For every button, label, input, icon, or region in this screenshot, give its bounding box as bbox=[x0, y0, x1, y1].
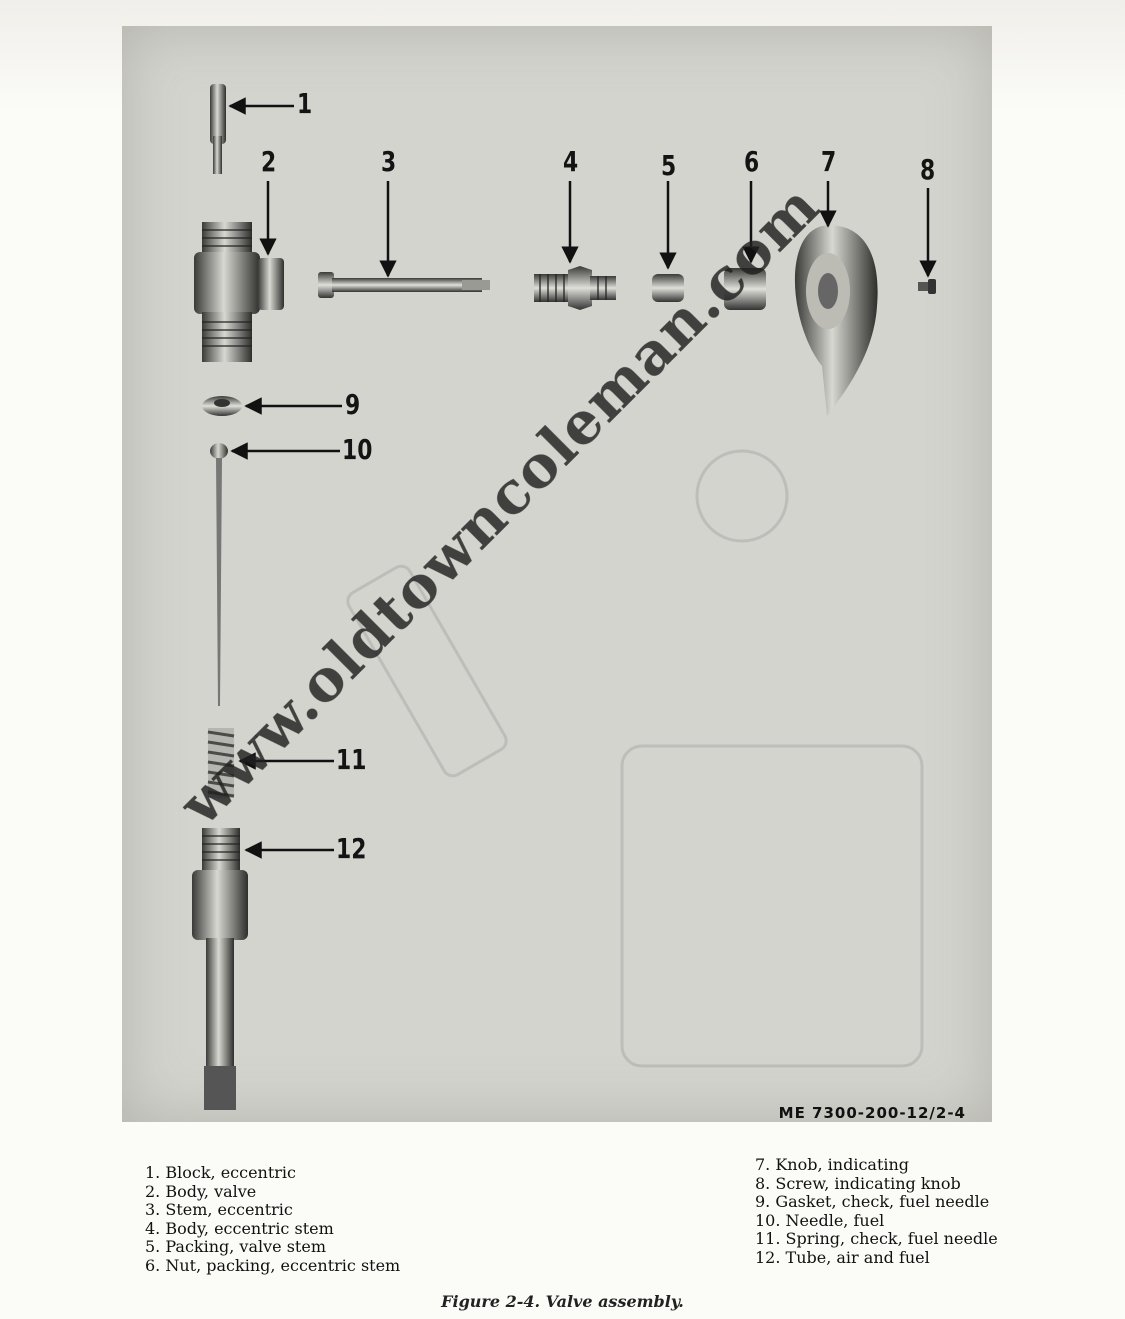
callout-4: 4 bbox=[563, 145, 579, 178]
legend-item: 9. Gasket, check, fuel needle bbox=[755, 1192, 990, 1211]
legend-item: 10. Needle, fuel bbox=[755, 1210, 885, 1230]
callout-10: 10 bbox=[342, 433, 373, 466]
part-8-screw-indicating-knob bbox=[918, 279, 936, 294]
callout-2: 2 bbox=[261, 145, 277, 178]
part-3-stem-eccentric bbox=[318, 272, 490, 298]
figure-code: ME 7300-200-12/2-4 bbox=[778, 1104, 966, 1122]
exploded-view-photo: 1 2 3 4 5 6 7 8 9 10 11 12 ME 7300-200-1… bbox=[122, 26, 992, 1122]
part-9-gasket-check-fuel-needle bbox=[202, 396, 242, 416]
callout-6: 6 bbox=[744, 145, 760, 178]
legend-item: 12. Tube, air and fuel bbox=[755, 1247, 930, 1267]
parts-drawing bbox=[192, 84, 937, 1110]
callout-5: 5 bbox=[661, 149, 677, 182]
legend-item: 4. Body, eccentric stem bbox=[145, 1218, 334, 1238]
part-5-packing-valve-stem bbox=[652, 274, 684, 302]
figure-caption: Figure 2-4. Valve assembly. bbox=[441, 1292, 684, 1311]
part-12-tube-air-and-fuel bbox=[192, 828, 248, 1110]
part-11-spring-check-fuel-needle bbox=[207, 728, 235, 798]
part-7-knob-indicating bbox=[794, 225, 878, 416]
part-1-block-eccentric bbox=[210, 84, 226, 174]
callout-8: 8 bbox=[920, 153, 936, 186]
callout-1: 1 bbox=[297, 87, 313, 120]
legend-item: 1. Block, eccentric bbox=[145, 1163, 297, 1182]
legend-item: 6. Nut, packing, eccentric stem bbox=[145, 1255, 401, 1275]
part-2-body-valve bbox=[194, 222, 284, 362]
callout-3: 3 bbox=[381, 145, 397, 178]
legend-item: 3. Stem, eccentric bbox=[145, 1200, 293, 1219]
legend-item: 7. Knob, indicating bbox=[755, 1155, 910, 1174]
legend-right: 7. Knob, indicating 8. Screw, indicating… bbox=[755, 1155, 998, 1267]
callout-12: 12 bbox=[336, 832, 367, 865]
part-4-body-eccentric-stem bbox=[534, 266, 616, 310]
part-10-needle-fuel bbox=[210, 443, 228, 706]
callout-7: 7 bbox=[821, 145, 837, 178]
callout-11: 11 bbox=[336, 743, 367, 776]
legend-item: 11. Spring, check, fuel needle bbox=[755, 1229, 998, 1248]
callout-9: 9 bbox=[345, 388, 361, 421]
legend-item: 5. Packing, valve stem bbox=[145, 1237, 326, 1256]
legend-item: 8. Screw, indicating knob bbox=[755, 1173, 961, 1193]
legend-item: 2. Body, valve bbox=[145, 1181, 257, 1201]
legend-left: 1. Block, eccentric 2. Body, valve 3. St… bbox=[145, 1163, 401, 1275]
part-6-nut-packing bbox=[724, 268, 766, 310]
